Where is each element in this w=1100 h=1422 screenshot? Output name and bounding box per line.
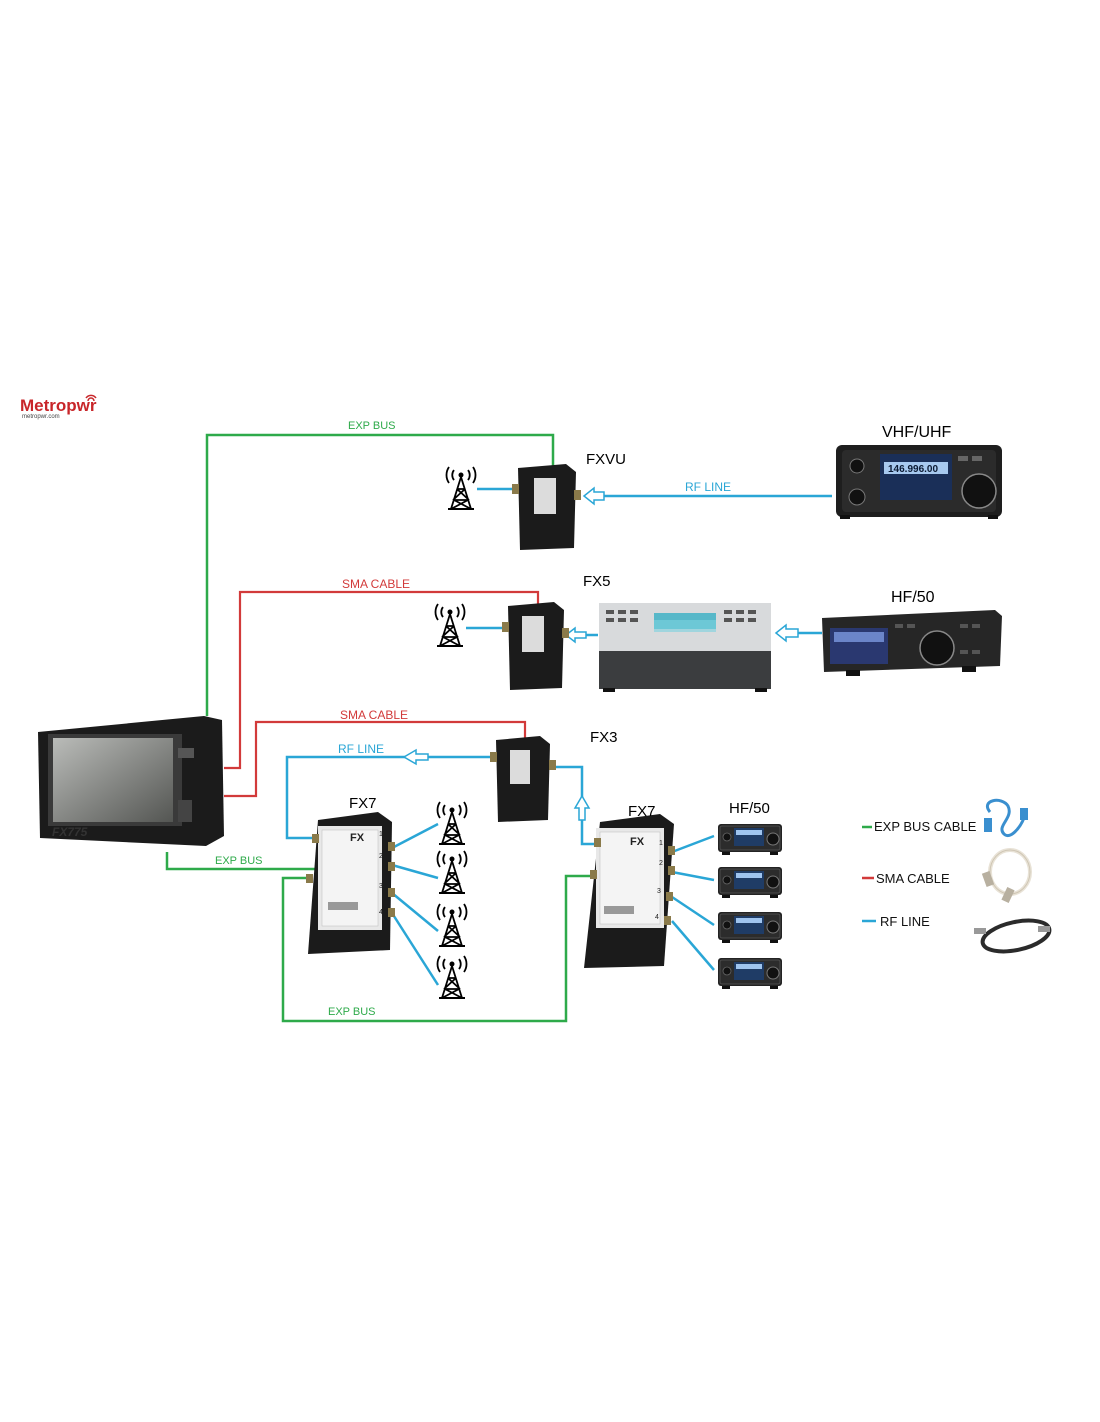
port-2-left: 2: [379, 853, 383, 860]
rf-antenna-2: [391, 863, 439, 880]
legend-label-rf: RF LINE: [880, 914, 930, 929]
vhf-uhf-radio: 146.996.00: [836, 445, 1002, 519]
antenna-2-icon: [436, 850, 468, 894]
rf-arrow-left: [402, 748, 429, 766]
fx5-switch: [502, 602, 569, 690]
port-3-left: 3: [379, 883, 383, 890]
legend-label-exp-bus: EXP BUS CABLE: [874, 819, 977, 834]
hf50-radio-3: [717, 911, 783, 944]
port-1-right: 1: [659, 840, 663, 847]
metropwr-logo: Metropwr metropwr.com: [20, 394, 97, 420]
antenna-4-icon: [436, 955, 468, 999]
antenna-3-icon: [436, 903, 468, 947]
fx775-brand-label: FX775: [52, 825, 88, 839]
exp-bus-cable-bottom: [281, 874, 596, 1023]
fx7-switch-right: FX 1 2 3 4: [584, 814, 675, 968]
legend-label-sma: SMA CABLE: [876, 871, 950, 886]
exp-bus-label-bottom: EXP BUS: [328, 1006, 376, 1018]
rf-antenna-1: [391, 822, 439, 850]
vhf-uhf-label: VHF/UHF: [882, 424, 952, 441]
port-1-left: 1: [379, 831, 383, 838]
rf-line-label-top: RF LINE: [685, 480, 731, 494]
exp-bus-cable-top: [205, 433, 555, 716]
rf-line-fx7-to-fx3: [550, 765, 600, 846]
rf-arrow-fx5: [774, 623, 799, 643]
exp-bus-cable-thumbnail-icon: [984, 798, 1028, 837]
sma-cable-mid: [224, 720, 527, 798]
hf50-radio-top: [822, 610, 1002, 676]
rf-arrow-fx5-switch: [564, 626, 587, 644]
fxvu-switch: [512, 464, 581, 550]
port-2-right: 2: [659, 860, 663, 867]
rf-radio-1: [671, 834, 715, 854]
port-4-right: 4: [655, 914, 659, 921]
rf-arrow-fxvu: [582, 486, 605, 506]
sma-cable-thumbnail-icon: [981, 848, 1032, 904]
fx7-label-left: FX7: [349, 795, 377, 812]
logo-subtext: metropwr.com: [22, 414, 60, 420]
rf-arrow-up: [573, 794, 591, 821]
rf-radio-3: [671, 895, 715, 927]
hf50-label-top: HF/50: [891, 589, 935, 606]
fx3-label: FX3: [590, 729, 618, 746]
exp-bus-label-mid: EXP BUS: [215, 855, 263, 867]
fxvu-label: FXVU: [586, 451, 626, 468]
vhf-frequency: 146.996.00: [888, 464, 938, 475]
hf50-label-group: HF/50: [729, 800, 770, 817]
port-3-right: 3: [657, 888, 661, 895]
fx5-amplifier: [599, 603, 771, 692]
fx-badge-right: FX: [630, 836, 645, 848]
fx3-switch: [490, 736, 556, 822]
logo-text: Metropwr: [20, 396, 97, 415]
fx7-switch-left: FX 1 2 3 4: [306, 812, 395, 954]
port-4-left: 4: [379, 909, 383, 916]
sma-label-mid: SMA CABLE: [340, 708, 408, 722]
antenna-fxvu-icon: [445, 466, 477, 510]
fx7-label-right: FX7: [628, 803, 656, 820]
rf-antenna-3: [391, 892, 439, 932]
hf50-radio-4: [717, 957, 783, 990]
rf-line-fx3-to-fx7: [285, 755, 494, 840]
rf-antenna-4: [390, 912, 440, 986]
legend: EXP BUS CABLE SMA CABLE RF LINE: [862, 798, 1052, 954]
rf-line-cable-thumbnail-icon: [974, 918, 1052, 954]
rf-line-label-mid: RF LINE: [338, 742, 384, 756]
exp-bus-label-top: EXP BUS: [348, 420, 396, 432]
sma-label-top: SMA CABLE: [342, 577, 410, 591]
sma-cable-top: [224, 590, 540, 770]
hf50-radio-1: [717, 823, 783, 856]
hf50-radio-2: [717, 866, 783, 899]
exp-bus-cable-mid: [165, 852, 318, 871]
antenna-fx5-icon: [434, 603, 466, 647]
fx775-controller: FX775: [38, 716, 224, 846]
fx-badge-left: FX: [350, 832, 365, 844]
rf-radio-2: [671, 870, 715, 882]
antenna-1-icon: [436, 801, 468, 845]
rf-radio-4: [671, 920, 715, 971]
fx5-label: FX5: [583, 573, 611, 590]
